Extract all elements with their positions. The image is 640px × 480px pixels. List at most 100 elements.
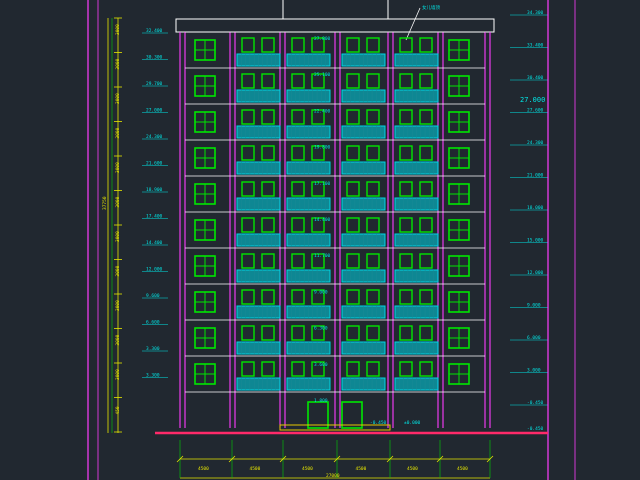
- dim-text: 3000: [115, 162, 121, 173]
- window: [419, 253, 433, 269]
- right-level: 33.400: [527, 43, 544, 49]
- right-level: 9.000: [527, 303, 541, 309]
- window: [291, 73, 305, 89]
- window: [346, 73, 360, 89]
- window: [399, 361, 413, 377]
- dim-text: 3000: [115, 93, 121, 104]
- window: [399, 289, 413, 305]
- dim-text: 4500: [457, 466, 468, 472]
- right-level: 21.000: [527, 173, 544, 179]
- center-level: 3.600: [314, 362, 328, 368]
- dim-tick: [486, 455, 494, 463]
- dim-total: 27000: [326, 473, 340, 479]
- window: [419, 109, 433, 125]
- window: [399, 37, 413, 53]
- window: [366, 217, 380, 233]
- left-level: 21.600: [146, 161, 163, 167]
- window: [399, 253, 413, 269]
- dim-text: 4500: [250, 466, 261, 472]
- window: [346, 289, 360, 305]
- right-level: 18.000: [527, 205, 544, 211]
- window: [419, 145, 433, 161]
- dim-tick: [436, 455, 444, 463]
- window: [399, 145, 413, 161]
- window: [366, 109, 380, 125]
- window: [311, 145, 325, 161]
- window: [399, 109, 413, 125]
- dim-text: 4500: [198, 466, 209, 472]
- dim-tick: [279, 455, 287, 463]
- window: [419, 37, 433, 53]
- ground-mark: -0.450: [370, 420, 387, 426]
- ground-mark: -0.450: [527, 426, 544, 432]
- center-level: 9.000: [314, 289, 328, 295]
- left-level: 6.600: [146, 320, 160, 326]
- dimension-lines: [107, 14, 548, 479]
- window: [241, 217, 255, 233]
- window: [291, 325, 305, 341]
- roof-note: 女儿墙顶: [422, 4, 440, 11]
- window: [291, 289, 305, 305]
- window: [366, 361, 380, 377]
- window: [346, 253, 360, 269]
- window: [291, 181, 305, 197]
- right-level: -0.450: [527, 400, 544, 406]
- window: [261, 217, 275, 233]
- window: [346, 37, 360, 53]
- dim-text: 4500: [356, 466, 367, 472]
- window: [346, 325, 360, 341]
- right-level: 34.300: [527, 10, 544, 16]
- window: [241, 145, 255, 161]
- left-level: 27.000: [146, 108, 163, 114]
- window: [311, 37, 325, 53]
- left-level: 3.300: [146, 373, 160, 379]
- window: [261, 361, 275, 377]
- left-level: 29.700: [146, 81, 163, 87]
- window: [261, 37, 275, 53]
- window: [419, 181, 433, 197]
- window: [241, 253, 255, 269]
- center-level: 17.100: [314, 181, 331, 187]
- window: [366, 253, 380, 269]
- window: [399, 73, 413, 89]
- window: [366, 37, 380, 53]
- window: [291, 253, 305, 269]
- window: [291, 145, 305, 161]
- window: [346, 217, 360, 233]
- window: [346, 361, 360, 377]
- window: [419, 361, 433, 377]
- window: [311, 253, 325, 269]
- window: [241, 37, 255, 53]
- entrance-step: [279, 424, 391, 431]
- right-level: 30.400: [527, 75, 544, 81]
- dim-text: 3000: [115, 196, 121, 207]
- dim-tick: [333, 455, 341, 463]
- dim-text: 3000: [115, 231, 121, 242]
- window: [366, 145, 380, 161]
- left-level: 30.300: [146, 55, 163, 61]
- dim-text: 3000: [115, 58, 121, 69]
- center-level: 11.700: [314, 253, 331, 259]
- window: [346, 145, 360, 161]
- roof-leader: [405, 7, 421, 41]
- roof-parapet: [175, 18, 495, 33]
- left-level: 24.300: [146, 134, 163, 140]
- window: [346, 109, 360, 125]
- window: [366, 181, 380, 197]
- left-level: 17.400: [146, 214, 163, 220]
- left-level: 3.300: [146, 346, 160, 352]
- window: [261, 73, 275, 89]
- dim-tick: [386, 455, 394, 463]
- center-level: 19.800: [314, 145, 331, 151]
- window: [291, 361, 305, 377]
- dim-tick: [176, 455, 184, 463]
- window: [366, 289, 380, 305]
- right-level-emphasis: 27.000: [520, 96, 545, 104]
- center-level: 25.100: [314, 72, 331, 78]
- window: [399, 181, 413, 197]
- window: [241, 181, 255, 197]
- window: [241, 289, 255, 305]
- dim-text: 3000: [115, 24, 121, 35]
- window: [419, 325, 433, 341]
- window: [261, 181, 275, 197]
